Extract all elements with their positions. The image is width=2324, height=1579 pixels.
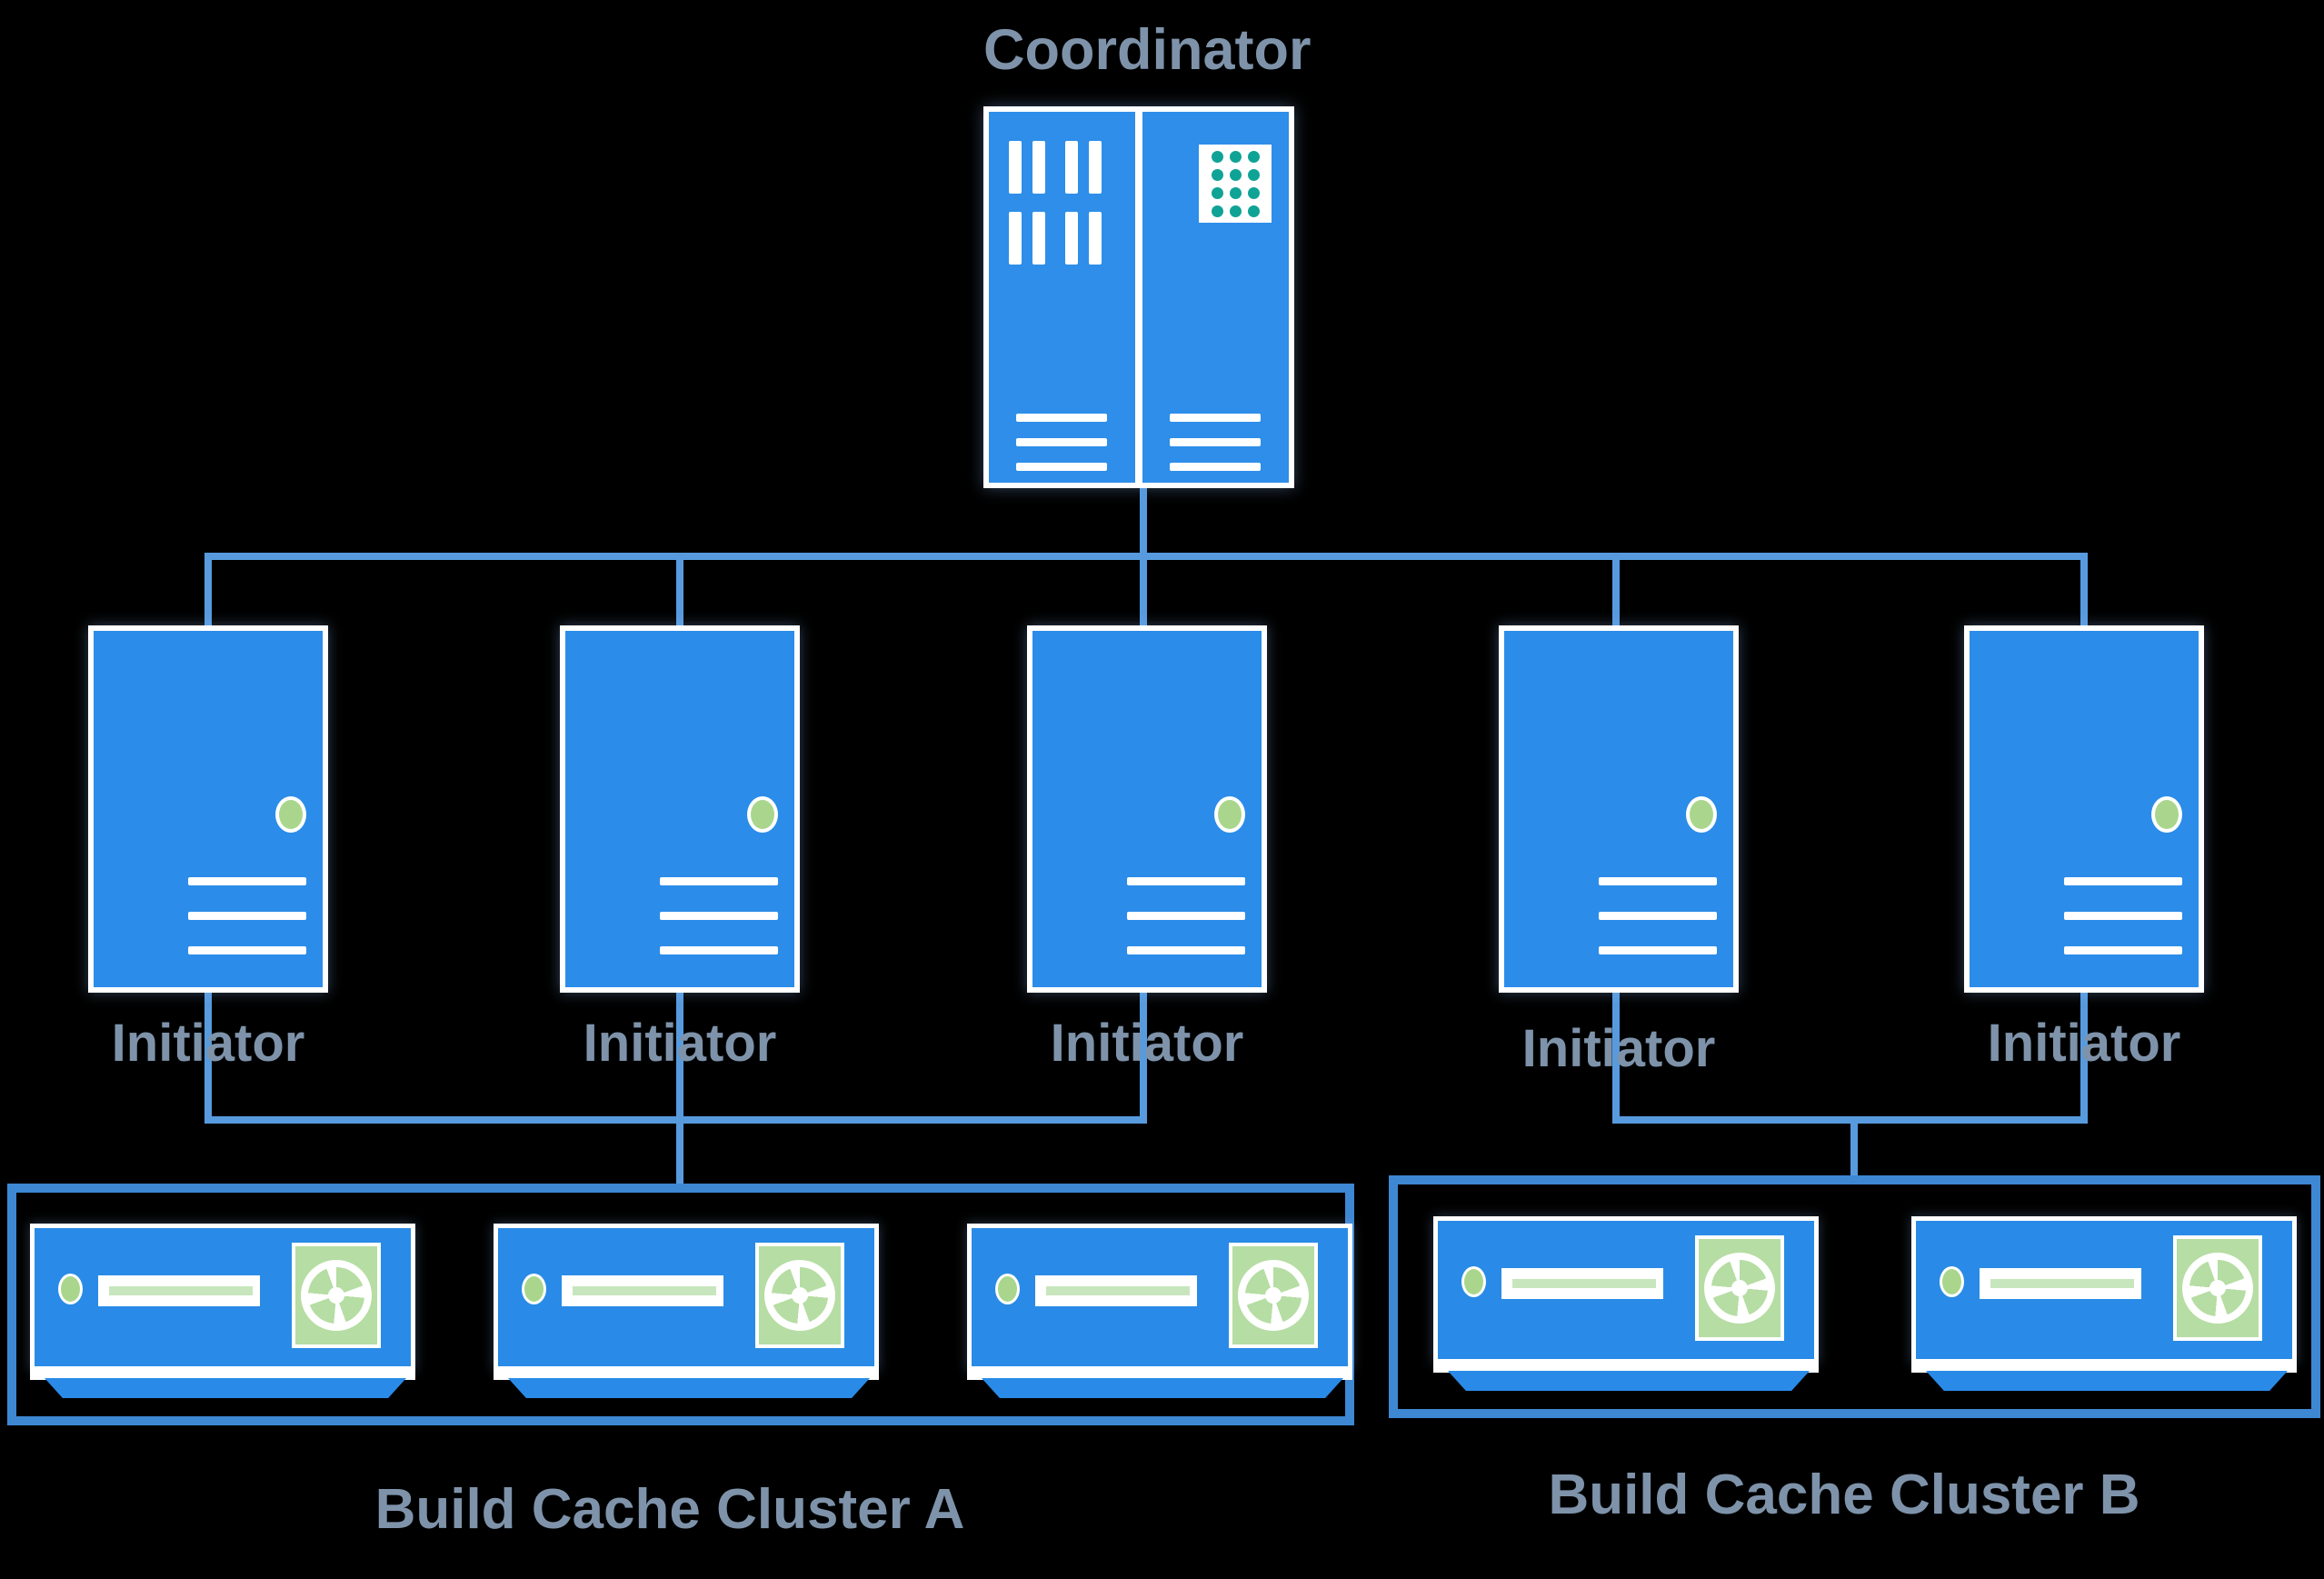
coordinator-rack-server-icon — [983, 106, 1294, 488]
led-indicator-icon — [1214, 796, 1245, 833]
drive-slot-icon — [1599, 912, 1717, 920]
server-base — [967, 1371, 1352, 1402]
drive-slot-icon — [2064, 912, 2182, 920]
coordinator-label: Coordinator — [983, 18, 1312, 82]
connector-initiator-5-to-bus-b — [2080, 993, 2088, 1124]
grill-icon — [1170, 463, 1261, 471]
vent-icon — [1009, 212, 1022, 265]
connector-drop-initiator-4 — [1612, 556, 1620, 629]
led-indicator-icon — [1940, 1266, 1964, 1297]
cluster-a-label: Build Cache Cluster A — [374, 1478, 965, 1541]
connector-drop-initiator-3 — [1140, 556, 1147, 629]
led-indicator-icon — [58, 1274, 83, 1304]
led-indicator-icon — [1461, 1266, 1486, 1297]
vent-icon — [1065, 141, 1078, 194]
grill-icon — [1170, 438, 1261, 446]
vent-icon — [1089, 141, 1102, 194]
drive-slot-icon — [1127, 877, 1245, 885]
cache-server-icon — [494, 1224, 879, 1402]
connector-bus-b — [1612, 1116, 2088, 1124]
connector-initiator-1-to-bus-a — [204, 993, 212, 1124]
vent-icon — [1065, 212, 1078, 265]
initiator-tower-server-icon-3 — [1027, 625, 1267, 993]
drive-slot-icon — [562, 1275, 723, 1306]
cluster-a-box — [7, 1184, 1354, 1425]
grill-icon — [1016, 414, 1107, 422]
vent-icon — [1032, 212, 1045, 265]
cluster-b-label: Build Cache Cluster B — [1548, 1464, 2140, 1526]
connector-drop-initiator-2 — [676, 556, 683, 629]
rack-panel-left-icon — [989, 112, 1135, 483]
server-base — [494, 1371, 879, 1402]
fan-icon — [755, 1243, 844, 1348]
server-base — [1433, 1364, 1819, 1394]
drive-slot-icon — [2064, 877, 2182, 885]
connector-initiator-4-to-bus-b — [1612, 993, 1620, 1124]
drive-slot-icon — [2064, 946, 2182, 954]
connector-bus-a — [204, 1116, 1147, 1124]
connector-initiator-2-to-cluster-a — [676, 993, 683, 1187]
drive-slot-icon — [188, 912, 306, 920]
server-base — [1911, 1364, 2297, 1394]
drive-slot-icon — [98, 1275, 260, 1306]
drive-slot-icon — [1127, 946, 1245, 954]
fan-icon — [1695, 1235, 1784, 1341]
drive-slot-icon — [1501, 1268, 1663, 1299]
drive-slot-icon — [188, 946, 306, 954]
initiator-label-1: Initiator — [111, 1014, 305, 1073]
led-indicator-icon — [1686, 796, 1717, 833]
connector-initiator-3-to-bus-a — [1140, 993, 1147, 1124]
rack-panel-right-icon — [1142, 112, 1289, 483]
connector-coordinator-drop — [1140, 488, 1147, 560]
fan-icon — [292, 1243, 381, 1348]
drive-slot-icon — [188, 877, 306, 885]
initiator-tower-server-icon-2 — [560, 625, 800, 993]
fan-icon — [1229, 1243, 1318, 1348]
cluster-b-box — [1389, 1175, 2320, 1418]
chip-icon — [1199, 145, 1272, 223]
initiator-tower-server-icon-5 — [1964, 625, 2204, 993]
connector-drop-initiator-5 — [2080, 556, 2088, 629]
led-indicator-icon — [275, 796, 306, 833]
initiator-label-2: Initiator — [583, 1014, 777, 1073]
vent-icon — [1089, 212, 1102, 265]
drive-slot-icon — [1599, 946, 1717, 954]
initiator-label-5: Initiator — [1987, 1014, 2181, 1073]
drive-slot-icon — [660, 877, 778, 885]
drive-slot-icon — [1127, 912, 1245, 920]
led-indicator-icon — [995, 1274, 1020, 1304]
initiator-label-3: Initiator — [1050, 1014, 1244, 1073]
connector-bus-b-to-cluster-b — [1850, 1116, 1858, 1182]
initiator-tower-server-icon-4 — [1499, 625, 1739, 993]
server-base — [30, 1371, 415, 1402]
connector-drop-initiator-1 — [204, 556, 212, 629]
grill-icon — [1170, 414, 1261, 422]
led-indicator-icon — [2151, 796, 2182, 833]
led-indicator-icon — [522, 1274, 546, 1304]
drive-slot-icon — [1980, 1268, 2141, 1299]
initiator-tower-server-icon-1 — [88, 625, 328, 993]
cache-server-icon — [30, 1224, 415, 1402]
drive-slot-icon — [660, 912, 778, 920]
drive-slot-icon — [1035, 1275, 1197, 1306]
vent-icon — [1032, 141, 1045, 194]
led-indicator-icon — [747, 796, 778, 833]
fan-icon — [2173, 1235, 2262, 1341]
drive-slot-icon — [1599, 877, 1717, 885]
grill-icon — [1016, 463, 1107, 471]
grill-icon — [1016, 438, 1107, 446]
cache-server-icon — [1911, 1216, 2297, 1394]
vent-icon — [1009, 141, 1022, 194]
cache-server-icon — [967, 1224, 1352, 1402]
drive-slot-icon — [660, 946, 778, 954]
cache-server-icon — [1433, 1216, 1819, 1394]
initiator-label-4: Initiator — [1521, 1019, 1716, 1078]
